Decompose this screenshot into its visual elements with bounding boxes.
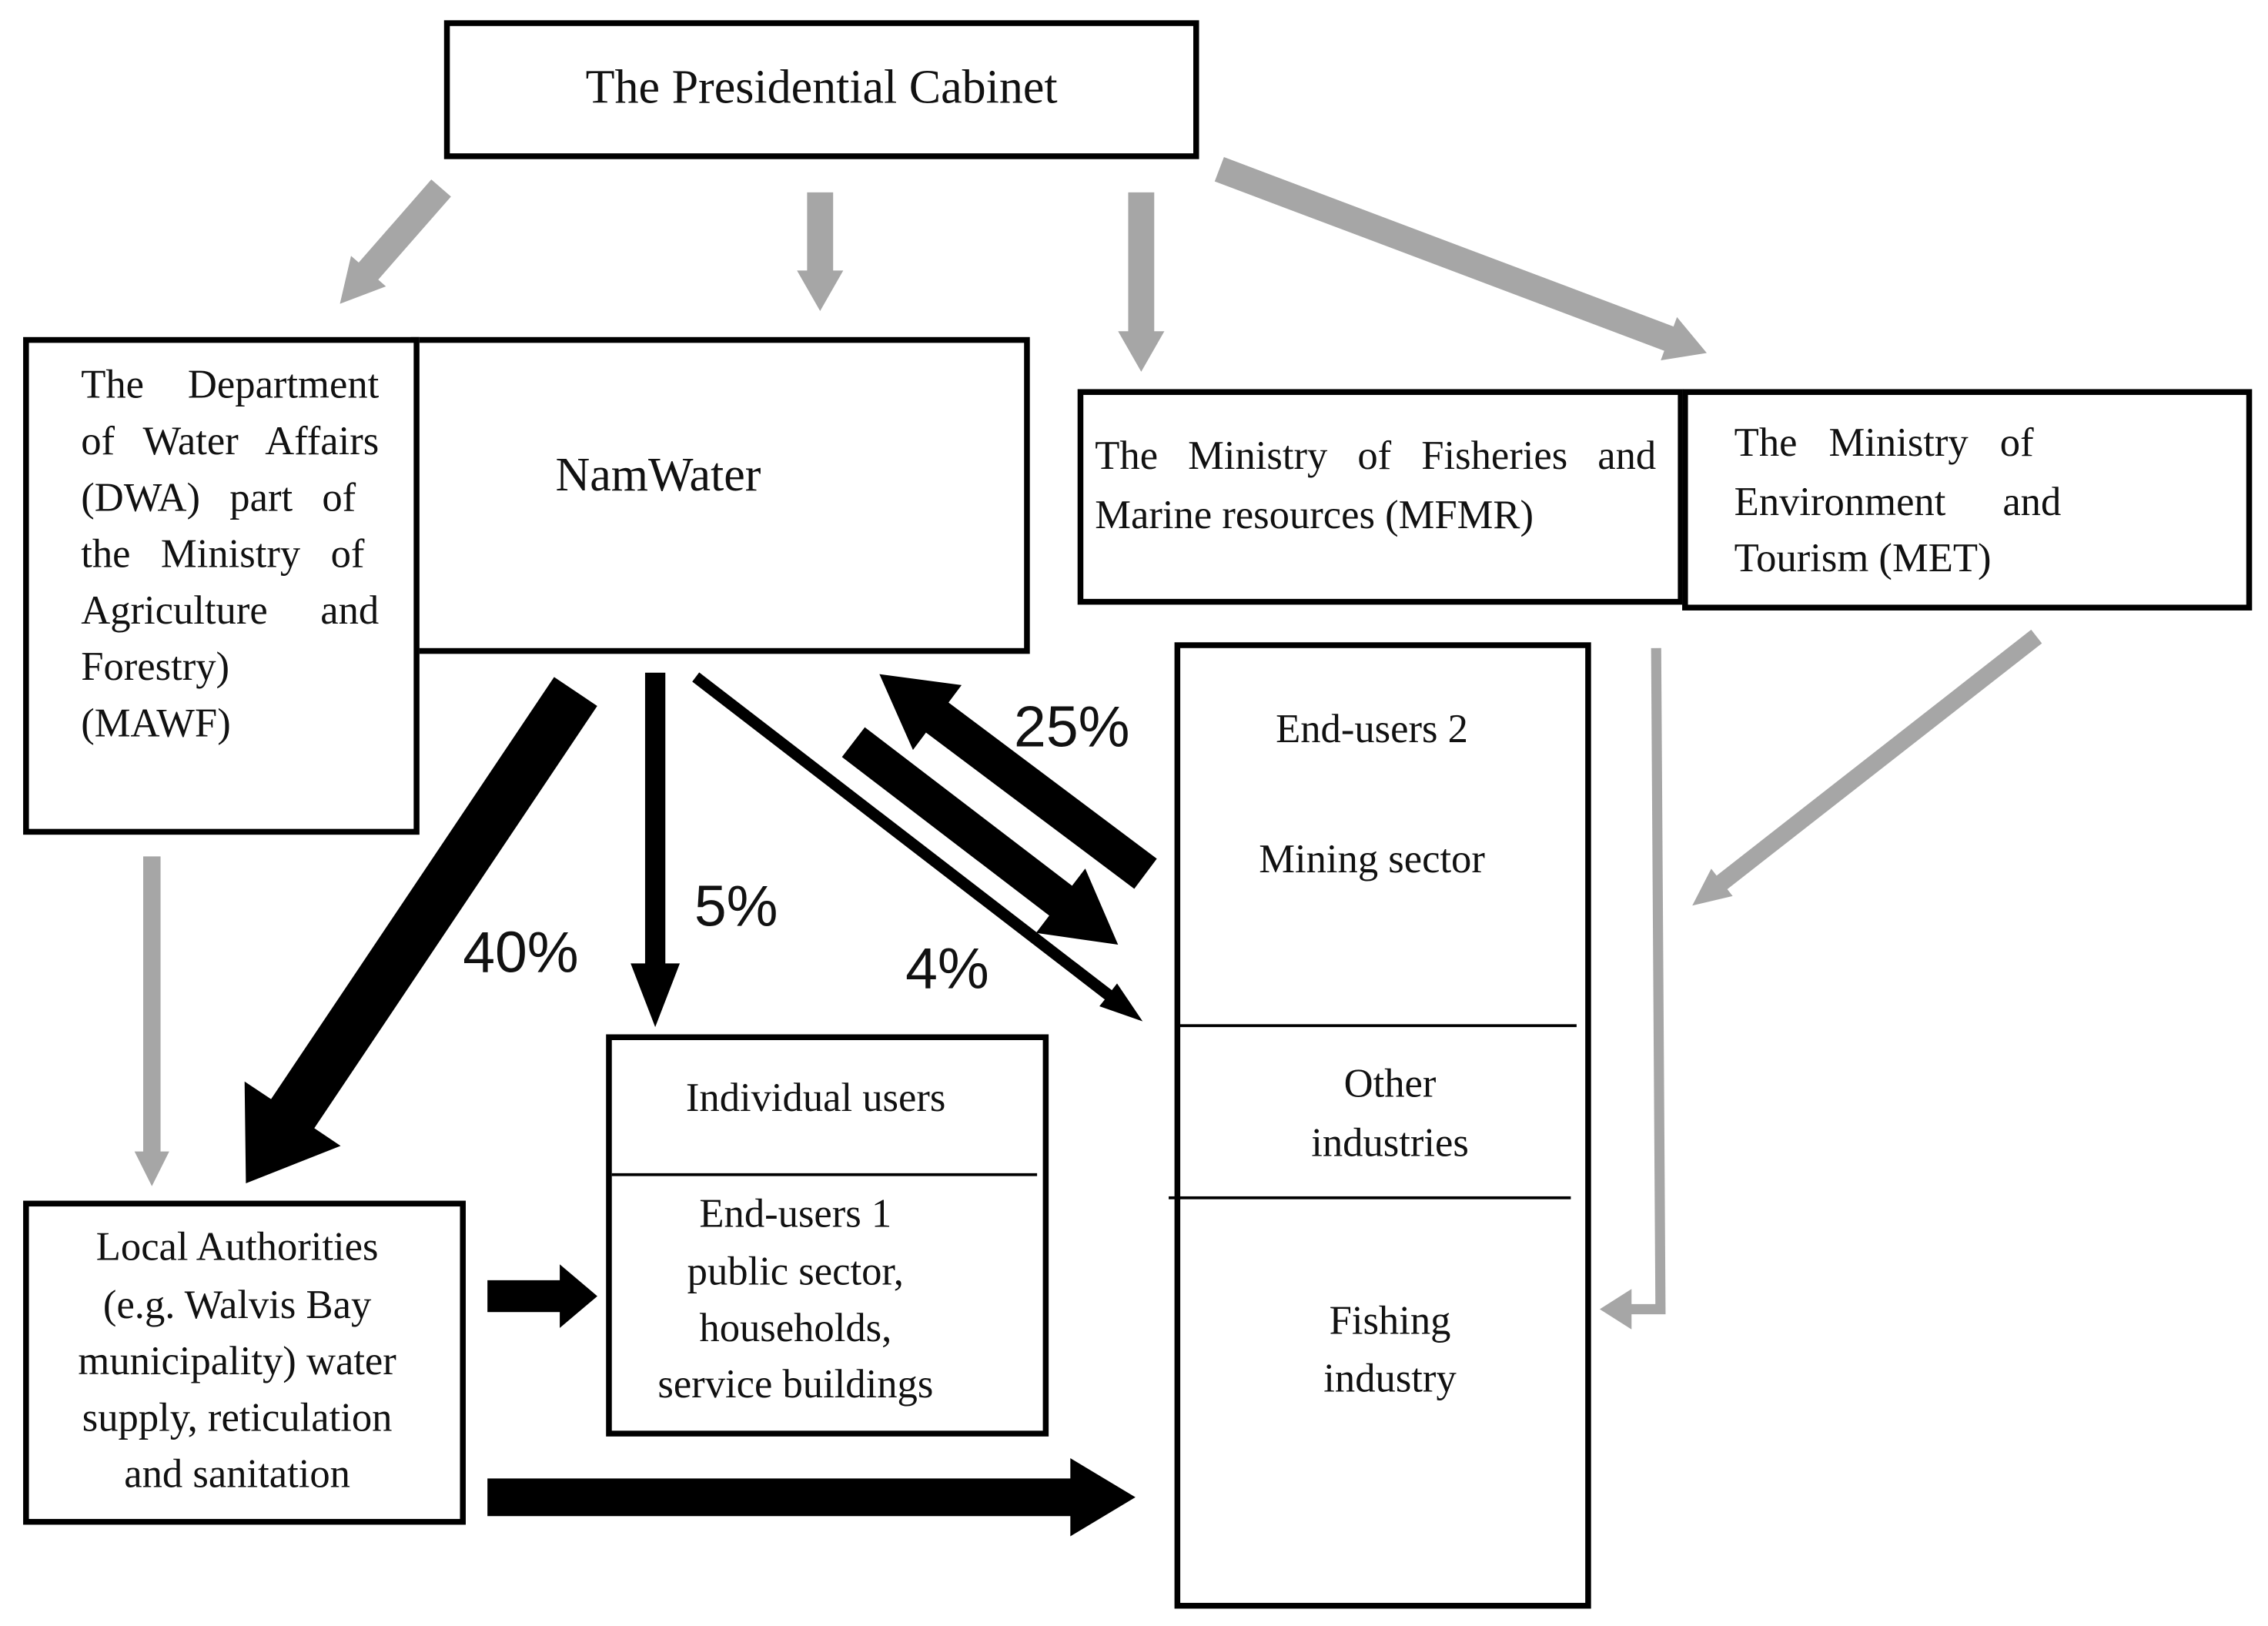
namwater-box: [410, 336, 1030, 654]
gray-arrow-cabinet-to-dwa: [340, 179, 451, 304]
presidential-cabinet-box: [443, 20, 1199, 159]
fishing-industry-line-1: Fishing: [1329, 1299, 1451, 1344]
gray-arrow-dwa-to-local-authorities: [134, 856, 169, 1186]
black-arrow-local-authorities-to-fishing-industry: [487, 1458, 1136, 1537]
fishing-industry-line-2: industry: [1323, 1357, 1457, 1402]
flow-label-5-percent: 5%: [694, 875, 778, 939]
end-users-1-line-4: service buildings: [657, 1363, 934, 1408]
other-industries-line-2: industries: [1311, 1121, 1469, 1166]
flow-label-4-percent: 4%: [905, 937, 989, 1002]
local-authorities-line-2: (e.g. Walvis Bay: [102, 1283, 372, 1328]
dwa-box: [23, 336, 420, 835]
gray-arrow-cabinet-to-mfmr: [1118, 192, 1165, 372]
end-users-2-label: End-users 2: [1276, 707, 1468, 753]
individual-users-label: Individual users: [685, 1076, 946, 1122]
end-users-1-line-1: End-users 1: [699, 1192, 892, 1237]
dwa-line-6: Forestry): [81, 645, 230, 691]
mining-sector-label: Mining sector: [1259, 837, 1485, 883]
dwa-line-7: (MAWF): [81, 701, 231, 747]
individual-users-box: [606, 1034, 1049, 1437]
other-industries-line-1: Other: [1343, 1062, 1437, 1107]
mfmr-line-1: The Ministry of Fisheries and: [1095, 433, 1657, 479]
presidential-cabinet-label: The Presidential Cabinet: [585, 62, 1058, 115]
namwater-label: NamWater: [555, 450, 761, 503]
end-users-2-box: [1174, 642, 1591, 1609]
local-authorities-line-1: Local Authorities: [95, 1225, 379, 1270]
met-line-2: Environment and: [1734, 480, 2062, 526]
dwa-line-3: (DWA) part of: [81, 476, 356, 521]
black-arrow-mining-to-namwater: [879, 674, 1157, 889]
gray-arrow-cabinet-to-namwater: [797, 192, 844, 311]
local-authorities-line-5: and sanitation: [124, 1452, 350, 1497]
flow-label-25-percent: 25%: [1014, 695, 1130, 760]
mfmr-box: [1077, 389, 1684, 605]
black-arrow-local-authorities-to-individual-users: [487, 1264, 597, 1328]
dwa-line-4: the Ministry of: [81, 532, 365, 577]
flow-label-40-percent: 40%: [463, 921, 579, 985]
met-line-3: Tourism (MET): [1734, 537, 1992, 582]
divider-mining-other: [1177, 1024, 1577, 1028]
black-arrow-namwater-to-local-authorities: [244, 677, 597, 1184]
met-line-1: The Ministry of: [1734, 420, 2034, 467]
divider-individual-end-users-1: [611, 1173, 1038, 1176]
divider-other-fishing: [1169, 1196, 1571, 1199]
local-authorities-line-4: supply, reticulation: [82, 1396, 393, 1441]
end-users-1-line-2: public sector,: [687, 1250, 904, 1295]
gray-arrow-met-to-fishing-head: [1599, 1289, 1632, 1330]
black-arrow-namwater-to-other-industries: [692, 672, 1143, 1022]
gray-arrow-met-diagonal: [1692, 629, 2042, 906]
black-arrow-namwater-to-individual-users: [631, 672, 681, 1028]
dwa-line-1: The Department: [81, 363, 380, 408]
gray-arrow-cabinet-to-met: [1214, 157, 1707, 361]
met-box: [1682, 389, 2253, 611]
black-arrow-namwater-to-mining: [841, 727, 1119, 945]
mfmr-line-2: Marine resources (MFMR): [1095, 493, 1534, 538]
local-authorities-box: [23, 1200, 466, 1525]
dwa-line-2: of Water Affairs: [81, 419, 380, 465]
local-authorities-line-3: municipality) water: [78, 1339, 396, 1385]
dwa-line-5: Agriculture and: [81, 588, 380, 634]
end-users-1-line-3: households,: [699, 1306, 892, 1351]
gray-arrow-met-to-fishing-shaft: [1625, 647, 1666, 1315]
